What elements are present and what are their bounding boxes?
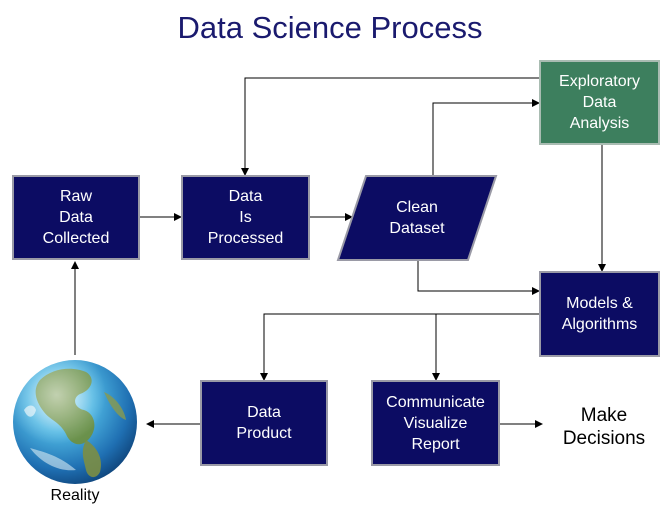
node-communicate-line-2: Visualize [403, 414, 468, 432]
node-clean-line-1: Clean [396, 199, 438, 216]
node-models-algorithms: Models & Algorithms [539, 271, 660, 357]
node-processed-line-1: Data [228, 188, 263, 205]
arrow-eda-to-processed [241, 77, 539, 176]
node-eda-line-3: Analysis [569, 115, 630, 132]
node-communicate-line-1: Communicate [386, 393, 485, 411]
node-raw-line-3: Collected [42, 230, 110, 247]
node-models-line-2: Algorithms [561, 316, 638, 333]
diagram-title: Data Science Process [177, 10, 483, 45]
node-processed-line-2: Is [239, 209, 252, 226]
node-product-line-2: Product [236, 425, 292, 442]
node-processed-line-3: Processed [207, 230, 284, 247]
node-clean-line-2: Dataset [389, 220, 445, 237]
node-clean-dataset: Clean Dataset [356, 176, 478, 260]
arrow-clean-to-eda [432, 99, 540, 175]
node-exploratory-data-analysis: Exploratory Data Analysis [539, 60, 660, 145]
node-data-is-processed: Data Is Processed [181, 175, 310, 260]
arrow-clean-to-models [417, 260, 540, 295]
node-decisions-line-1: Make [580, 405, 628, 426]
node-eda-line-1: Exploratory [559, 73, 640, 90]
node-raw-line-1: Raw [59, 188, 92, 205]
globe-icon [13, 360, 137, 484]
reality-label: Reality [50, 487, 100, 504]
node-eda-line-2: Data [582, 94, 617, 111]
node-product-line-1: Data [247, 404, 281, 421]
node-raw-line-2: Data [59, 209, 93, 226]
node-communicate-visualize-report: Communicate Visualize Report [371, 380, 500, 466]
node-data-product: Data Product [200, 380, 328, 466]
node-models-line-1: Models & [566, 295, 633, 312]
clean-dataset-shape [336, 175, 498, 261]
arrow-models-to-product [260, 313, 539, 381]
node-make-decisions: Make Decisions [548, 404, 660, 450]
node-raw-data-collected: Raw Data Collected [12, 175, 140, 260]
node-communicate-line-3: Report [411, 435, 460, 453]
node-decisions-line-2: Decisions [562, 428, 646, 449]
